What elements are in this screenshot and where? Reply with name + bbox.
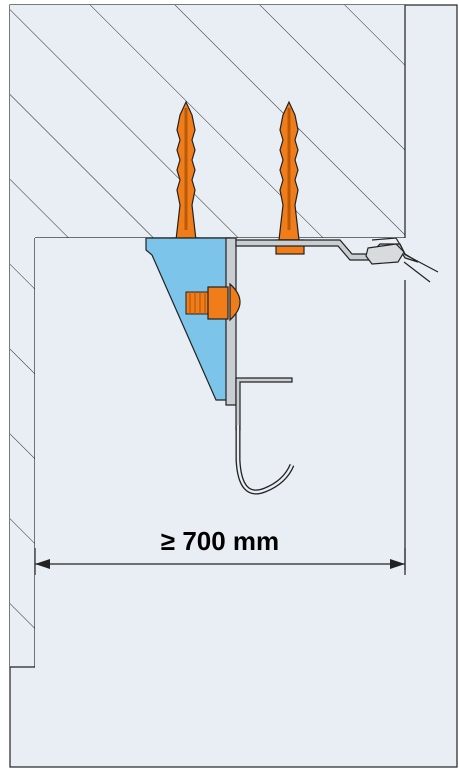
bracket-angle-profile — [225, 237, 237, 406]
dimension-label: ≥ 700 mm — [160, 526, 280, 556]
bolt-assembly — [185, 282, 241, 322]
hanger-hook — [235, 377, 295, 495]
dimension-line — [34, 548, 406, 575]
concrete-ceiling — [10, 5, 406, 239]
concrete-wall — [10, 238, 36, 668]
rail-end-clip — [365, 237, 439, 283]
